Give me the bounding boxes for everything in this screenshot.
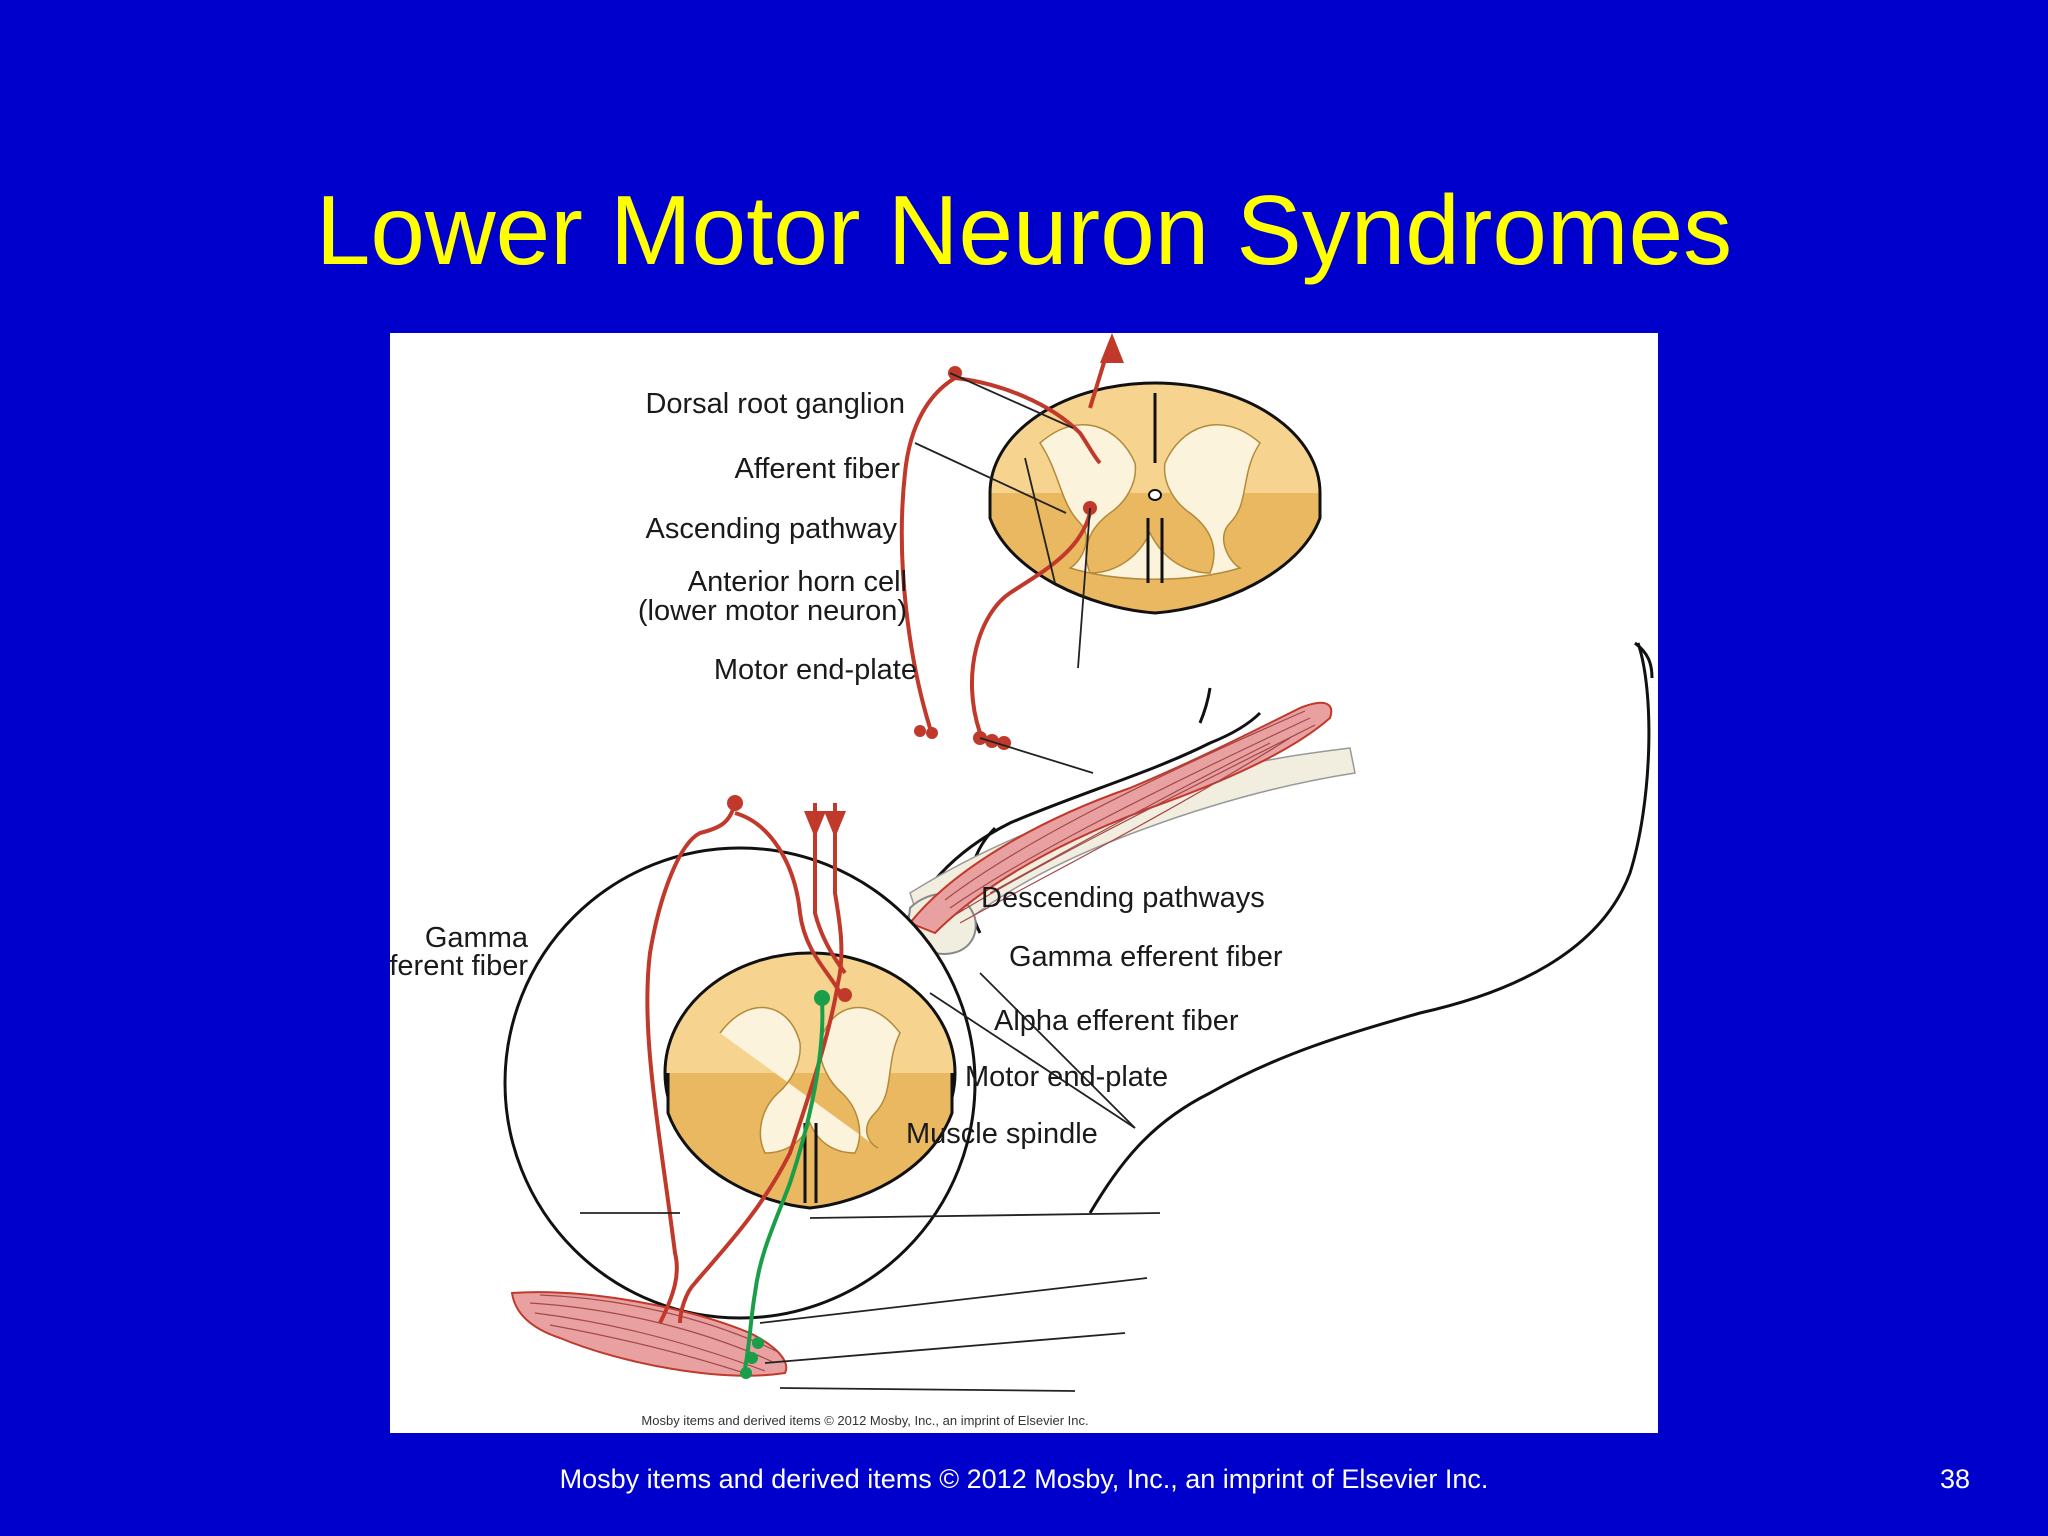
- gamma-motor-neuron: [814, 990, 830, 1006]
- label-descending-pathways: Descending pathways: [981, 882, 1265, 914]
- inset-anterior-horn-cell: [838, 988, 852, 1002]
- motor-end-plates-upper: [914, 725, 1011, 750]
- footer-credit: Mosby items and derived items © 2012 Mos…: [559, 1464, 1489, 1494]
- nerve-fibers-inset: [645, 802, 847, 1324]
- label-anterior-horn-cell: Anterior horn cell: [688, 566, 907, 598]
- label-afferent-fiber-inset: afferent fiber: [390, 950, 528, 982]
- leader-lines: [580, 372, 1161, 1392]
- ascending-arrowhead: [1100, 333, 1124, 363]
- gamma-efferent-fiber-path: [743, 1000, 825, 1369]
- label-alpha-efferent-fiber: Alpha efferent fiber: [994, 1005, 1239, 1037]
- label-dorsal-root-ganglion: Dorsal root ganglion: [645, 388, 905, 420]
- descending-arrowhead-1: [804, 811, 826, 838]
- label-ascending-pathway: Ascending pathway: [646, 513, 898, 545]
- label-muscle-spindle: Muscle spindle: [906, 1118, 1098, 1150]
- figure-credit: Mosby items and derived items © 2012 Mos…: [641, 1413, 1088, 1428]
- label-motor-end-plate-bottom: Motor end-plate: [965, 1061, 1168, 1093]
- label-lower-motor-neuron: (lower motor neuron): [638, 595, 907, 627]
- label-gamma-efferent-fiber: Gamma efferent fiber: [1009, 941, 1283, 973]
- gamma-end-plates: [740, 1337, 764, 1379]
- figure-panel: Dorsal root ganglion Afferent fiber Asce…: [390, 333, 1658, 1433]
- label-motor-end-plate-top: Motor end-plate: [714, 654, 917, 686]
- spinal-cord-upper: [988, 381, 1322, 615]
- inset-ganglion-cell: [727, 795, 743, 811]
- inset-circle: [503, 846, 977, 1377]
- page-number: 38: [1939, 1464, 1970, 1494]
- biceps-striations: [944, 710, 1316, 924]
- slide-title: Lower Motor Neuron Syndromes: [315, 175, 1733, 285]
- spinal-cord-inset: [663, 951, 957, 1210]
- label-gamma: Gamma: [425, 922, 529, 954]
- label-afferent-fiber: Afferent fiber: [734, 453, 900, 485]
- lower-motor-neuron-diagram: Dorsal root ganglion Afferent fiber Asce…: [390, 333, 1654, 1428]
- descending-arrowhead-2: [824, 811, 846, 838]
- biceps-muscle: [908, 701, 1333, 935]
